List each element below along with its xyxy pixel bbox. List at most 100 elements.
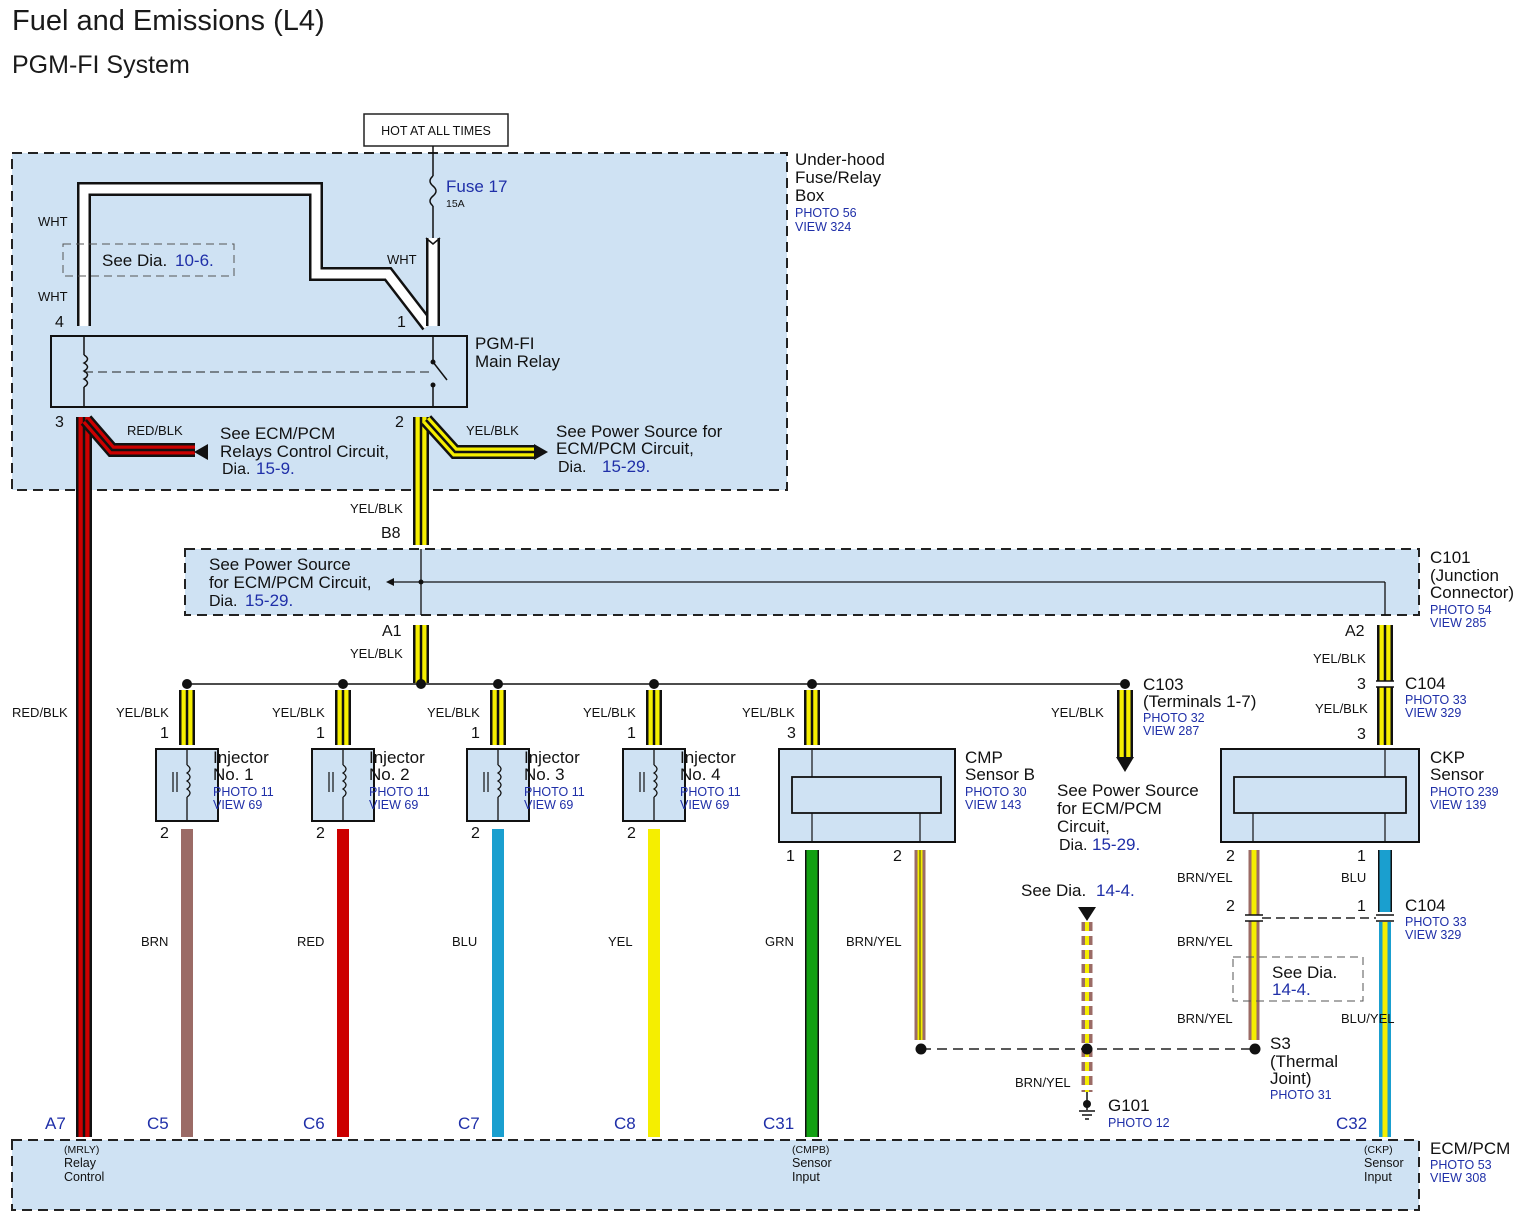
fuse-relay-box-outline [11,152,788,491]
svg-text:Fuse/Relay: Fuse/Relay [795,168,881,187]
fuse-relay-box-label: Under-hood Fuse/Relay Box PHOTO 56 VIEW … [795,150,885,234]
injector-photo-ref: PHOTO 11 [213,785,274,799]
injector-top-wire-label: YEL/BLK [583,705,636,720]
ckp-blu-wire [1376,850,1394,1137]
ecm-ckp-input-label: (CKP) Sensor Input [1364,1144,1404,1184]
page-title: Fuel and Emissions (L4) [12,5,325,37]
svg-text:VIEW 139: VIEW 139 [1430,798,1486,812]
svg-text:Circuit,: Circuit, [1057,817,1110,836]
wht-wire-loop [77,182,441,331]
red-blk-label-vertical: RED/BLK [12,705,68,720]
injector-wire-label: BLU [452,934,477,949]
svg-text:PHOTO 31: PHOTO 31 [1270,1088,1332,1102]
injector-wire-label: BRN [141,934,168,949]
ckp-brn-yel-wire [1245,850,1263,1040]
svg-text:Dia.: Dia. [1059,837,1087,854]
injector-name: Injector [369,748,425,767]
junction-pin-b8: B8 [381,525,401,542]
svg-text:See Power Source: See Power Source [209,555,351,574]
c104-bot-wire-a-label: BRN/YEL [1177,934,1233,949]
see-relay-control-text: See ECM/PCM Relays Control Circuit, Dia. [220,424,389,478]
svg-text:Connector): Connector) [1430,583,1514,602]
injector-view-ref: VIEW 69 [524,798,573,812]
see-dia-14-4-link-a[interactable]: 14-4. [1096,881,1135,900]
injector-wire-label: RED [297,934,324,949]
injector-photo-ref: PHOTO 11 [524,785,585,799]
c104-top-label: C104 PHOTO 33 VIEW 329 [1405,674,1467,720]
see-dia-15-9-link[interactable]: 15-9. [256,459,295,478]
svg-text:C101: C101 [1430,548,1471,567]
ground-g101-label: G101 [1108,1096,1150,1115]
injector-pin-bottom: 2 [160,825,169,842]
see-dia-14-4-link-b[interactable]: 14-4. [1272,980,1311,999]
wht-wire-label-a: WHT [38,214,68,229]
injector-pin-top: 1 [471,725,480,742]
arrow-left-icon [194,444,208,460]
fuse-17-rating: 15A [446,198,465,210]
fuse-17-icon [429,175,437,207]
svg-text:for ECM/PCM: for ECM/PCM [1057,799,1162,818]
cmp-wire1-label: GRN [765,934,794,949]
fuse-17-label: Fuse 17 [446,177,507,196]
s3-label: S3 (Thermal Joint) PHOTO 31 [1270,1034,1338,1102]
see-dia-10-6-link[interactable]: 10-6. [175,251,214,270]
svg-text:Dia.: Dia. [209,593,237,610]
red-blk-wire [76,415,195,1137]
see-dia-15-29-link-c103[interactable]: 15-29. [1092,835,1140,854]
page-subtitle: PGM-FI System [12,51,190,79]
svg-text:Dia.: Dia. [558,459,586,476]
svg-text:See ECM/PCM: See ECM/PCM [220,424,335,443]
see-power-top-text: See Power Source for ECM/PCM Circuit, Di… [556,422,723,476]
injector-pin-top: 1 [160,725,169,742]
cmp-pin-1: 1 [786,848,795,865]
svg-text:Joint): Joint) [1270,1069,1312,1088]
svg-text:(MRLY): (MRLY) [64,1144,99,1156]
injector-wire-label: YEL [608,934,633,949]
injector-coil-icon [496,764,502,798]
c103-see-text: See Power Source for ECM/PCM Circuit, Di… [1057,781,1199,854]
ecm-cmp-input-label: (CMPB) Sensor Input [792,1144,832,1184]
c104-top-wire-b-label: YEL/BLK [1315,701,1368,716]
ecm-term-injector: C5 [147,1114,169,1133]
svg-text:Sensor: Sensor [792,1156,832,1170]
svg-text:Sensor B: Sensor B [965,765,1035,784]
svg-text:VIEW 308: VIEW 308 [1430,1171,1486,1185]
junction-see-text: See Power Source for ECM/PCM Circuit, Di… [209,555,371,610]
svg-text:CMP: CMP [965,748,1003,767]
injector-coil-icon [185,764,191,798]
svg-text:VIEW 285: VIEW 285 [1430,616,1486,630]
ckp-wire1-label: BLU [1341,870,1366,885]
arrow-down-icon [1078,907,1096,921]
wht-wire-label-c: WHT [387,252,417,267]
relay-pin-4: 4 [55,314,64,331]
svg-text:PHOTO 30: PHOTO 30 [965,785,1027,799]
injector-view-ref: VIEW 69 [680,798,729,812]
see-dia-15-29-link-top[interactable]: 15-29. [602,457,650,476]
c103-wire-label: YEL/BLK [1051,705,1104,720]
c104-bot-pin-a: 2 [1226,898,1235,915]
ckp-pin-1: 1 [1357,848,1366,865]
injector-pin-top: 1 [316,725,325,742]
svg-text:Box: Box [795,186,825,205]
svg-text:(Thermal: (Thermal [1270,1052,1338,1071]
a2-wire-label: YEL/BLK [1313,651,1366,666]
ecm-term-c32: C32 [1336,1114,1367,1133]
s3-wire-label: BRN/YEL [1177,1011,1233,1026]
c104-bot-label: C104 PHOTO 33 VIEW 329 [1405,896,1467,942]
injector-photo-ref: PHOTO 11 [369,785,430,799]
see-dia-14-4-text-a: See Dia. [1021,881,1086,900]
svg-text:Control: Control [64,1170,104,1184]
arrow-right-icon [534,444,548,460]
injector-name: Injector [524,748,580,767]
relay-pin-2: 2 [395,414,404,431]
injector-pin-top: 1 [627,725,636,742]
svg-text:See Power Source: See Power Source [1057,781,1199,800]
c104-top-pin-a: 3 [1357,676,1366,693]
see-dia-15-29-link-junction[interactable]: 15-29. [245,591,293,610]
ecm-term-injector: C6 [303,1114,325,1133]
ecm-pcm-label: ECM/PCM PHOTO 53 VIEW 308 [1430,1139,1510,1185]
injector-coil-icon [652,764,658,798]
injector-number: No. 1 [213,765,254,784]
